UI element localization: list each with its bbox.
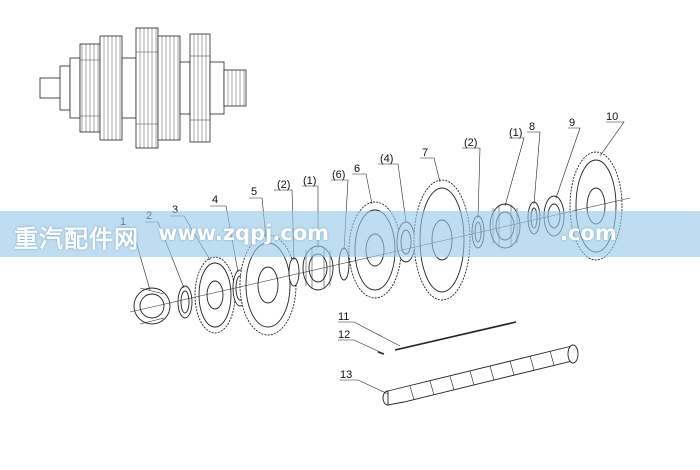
watermark-url-right: .com [560, 221, 617, 245]
part-11-key [394, 321, 517, 351]
watermark-band [0, 211, 700, 257]
part-2-ring [177, 285, 193, 319]
callout-6: (2) [277, 179, 290, 191]
callout-4: 4 [212, 194, 218, 206]
callout-11: 7 [422, 147, 428, 159]
callout-5: 5 [251, 186, 257, 198]
callout-7: (1) [303, 175, 316, 187]
callout-8: (6) [332, 169, 345, 181]
part-12-pin [377, 351, 385, 355]
watermark-url-left: www.zqpj.com [158, 221, 330, 245]
callout-17: 11 [338, 311, 349, 323]
part-1-bearing [133, 287, 171, 325]
part-3-gear [194, 256, 236, 334]
callout-13: (1) [509, 127, 522, 139]
callout-9: 6 [354, 163, 360, 175]
callout-15: 9 [569, 117, 575, 129]
callout-12: (2) [464, 137, 477, 149]
part-2-spacer-a [288, 257, 300, 287]
callout-16: 10 [606, 111, 618, 123]
callout-10: (4) [380, 153, 393, 165]
callout-3: 3 [172, 204, 178, 216]
callout-19: 13 [340, 369, 352, 381]
part-13-mainshaft [382, 344, 579, 406]
watermark-brand: 重汽配件网 [14, 225, 139, 253]
assembled-shaft-thumbnail [39, 27, 247, 149]
callout-14: 8 [529, 121, 535, 133]
callout-18: 12 [338, 329, 350, 341]
part-1-bearing-a [302, 245, 334, 291]
